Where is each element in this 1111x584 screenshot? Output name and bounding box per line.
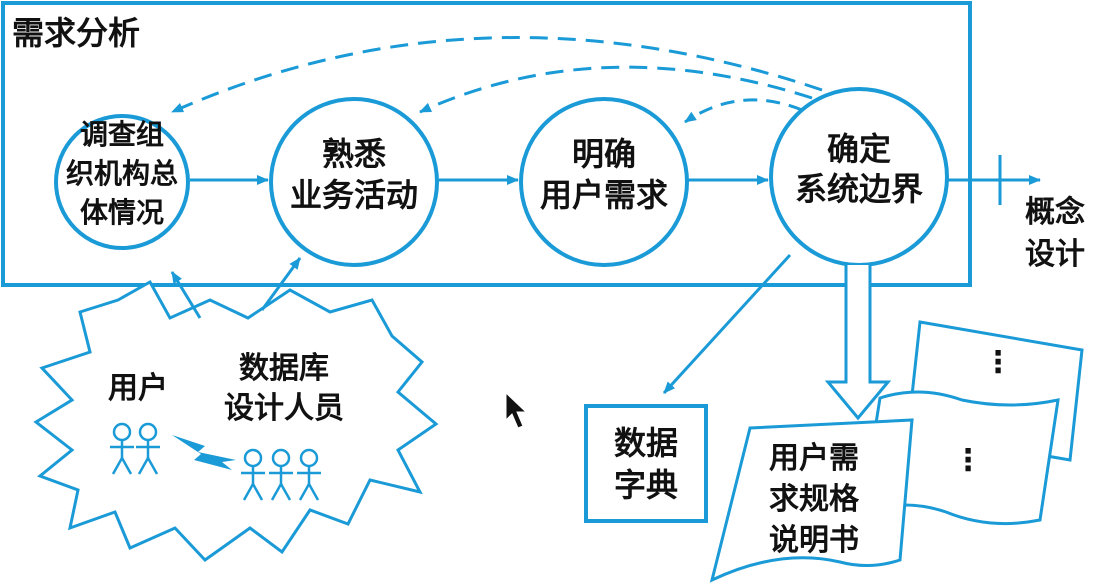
mouse-cursor-icon — [505, 391, 528, 429]
users-label: 用户 — [108, 371, 168, 406]
circle-familiarize: 熟悉 业务活动 — [269, 97, 439, 267]
circle-familiarize-line-1: 熟悉 — [322, 135, 386, 173]
data-dictionary-line-1: 数据 — [614, 424, 678, 462]
data-dictionary-line-2: 字典 — [614, 466, 678, 504]
circle-boundary-line-2: 系统边界 — [795, 170, 923, 208]
communication-bolt-icon — [172, 435, 236, 470]
document-stack: ⋮ ⋮ 用户需 求规格 说明书 — [709, 320, 1084, 583]
analysis-frame — [1, 1, 972, 287]
concept-design-line-2: 设计 — [1025, 237, 1085, 272]
document-middle-ellipsis: ⋮ — [953, 443, 983, 478]
user-figures-icon — [110, 422, 160, 475]
circle-survey-line-3: 体情况 — [80, 196, 164, 229]
circle-clarify: 明确 用户需求 — [519, 97, 689, 267]
circle-survey-line-1: 调查组 — [80, 118, 164, 151]
circle-boundary: 确定 系统边界 — [769, 87, 949, 267]
feedback-to-survey — [171, 36, 823, 114]
circle-clarify-line-1: 明确 — [572, 135, 636, 173]
designers-label-line-1: 数据库 — [239, 351, 329, 386]
feedback-to-clarify — [684, 98, 803, 124]
designers-label-line-2: 设计人员 — [224, 391, 344, 426]
circle-boundary-line-1: 确定 — [827, 130, 891, 168]
spec-line-3: 说明书 — [769, 523, 859, 558]
participants-burst: 用户 数据库 设计人员 — [33, 279, 439, 562]
data-dictionary-box: 数据 字典 — [584, 404, 708, 523]
circle-survey-line-2: 织机构总 — [66, 157, 178, 190]
feedback-to-familiarize — [419, 65, 813, 114]
circle-survey: 调查组 织机构总 体情况 — [54, 114, 190, 250]
arrow-to-data-dictionary — [662, 253, 792, 395]
frame-title: 需求分析 — [12, 14, 140, 52]
concept-design-line-1: 概念 — [1025, 195, 1085, 230]
spec-line-2: 求规格 — [769, 482, 860, 517]
circle-familiarize-line-2: 业务活动 — [290, 176, 418, 214]
circle-clarify-line-2: 用户需求 — [540, 176, 668, 214]
spec-line-1: 用户需 — [769, 441, 859, 476]
arrow-participants-to-familiarize — [260, 257, 302, 311]
hollow-arrow-to-spec — [824, 265, 892, 421]
document-front — [709, 418, 914, 583]
document-back-ellipsis: ⋮ — [983, 345, 1013, 380]
designer-figures-icon — [241, 448, 321, 501]
arrow-participants-to-survey — [170, 271, 202, 319]
